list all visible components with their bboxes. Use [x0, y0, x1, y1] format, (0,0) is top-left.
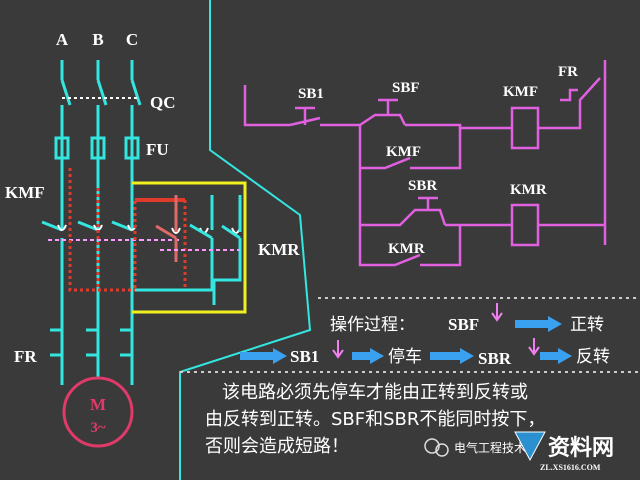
phase-labels: A B C: [56, 30, 138, 49]
op-sb1: SB1: [290, 347, 319, 366]
qc-label: QC: [150, 93, 176, 112]
fr-power-label: FR: [14, 347, 37, 366]
watermark-url: ZL.XS1616.COM: [540, 463, 601, 472]
operation-sequence: 操作过程： SBF 正转 SB1 停车 SBR 反转: [240, 303, 610, 368]
section-divider: [179, 0, 312, 480]
op-forward: 正转: [570, 315, 604, 335]
sbf-label: SBF: [392, 80, 420, 96]
op-sbr: SBR: [478, 349, 512, 368]
power-wires: [41, 60, 142, 385]
fr-contact-label: FR: [558, 64, 578, 80]
kmf-coil-label: KMF: [503, 84, 538, 100]
note-line-3: 否则会造成短路！: [205, 436, 349, 457]
kmr-coil-label: KMR: [510, 182, 547, 198]
phase-c-label: C: [126, 30, 138, 49]
phase-a-label: A: [56, 30, 69, 49]
motor-label: M: [90, 395, 106, 414]
kmf-power-label: KMF: [5, 183, 45, 202]
op-stop: 停车: [388, 347, 422, 367]
control-wires: [243, 60, 607, 267]
kmf-hold-label: KMF: [386, 144, 421, 160]
op-reverse: 反转: [576, 347, 610, 367]
reverse-path: [132, 181, 247, 314]
watermark-source: 电气工程技术: [454, 440, 526, 455]
phase-b-label: B: [92, 30, 103, 49]
qc-blades: [60, 79, 142, 106]
motor: M 3~: [62, 376, 134, 448]
motor-phase-label: 3~: [90, 420, 106, 436]
warning-note: 该电路必须先停车才能由正转到反转或 由反转到正转。SBF和SBR不能同时按下， …: [205, 382, 545, 457]
kmr-interlock-label: KMR: [388, 241, 425, 257]
watermark: 电气工程技术 资料网 ZL.XS1616.COM: [424, 431, 614, 472]
feed-wires: [60, 60, 134, 80]
sbr-label: SBR: [408, 178, 437, 194]
wechat-icon: [424, 438, 440, 454]
op-sbf: SBF: [448, 315, 479, 334]
kmr-power-label: KMR: [258, 240, 300, 259]
fu-label: FU: [146, 140, 169, 159]
operation-title: 操作过程：: [330, 315, 415, 335]
note-line-1: 该电路必须先停车才能由正转到反转或: [222, 382, 528, 403]
sb1-label: SB1: [298, 86, 324, 102]
note-line-2: 由反转到正转。SBF和SBR不能同时按下，: [205, 409, 545, 430]
kmr-contacts: [135, 195, 242, 305]
watermark-brand: 资料网: [548, 436, 614, 461]
brand-logo-icon: [514, 431, 546, 462]
